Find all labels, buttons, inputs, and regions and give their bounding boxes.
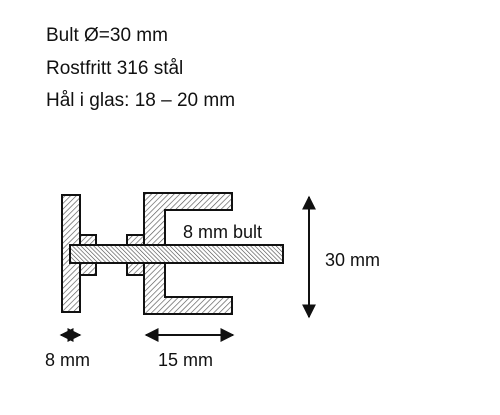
spec-glass-hole: Hål i glas: 18 – 20 mm (46, 90, 236, 111)
spec-material: Rostfritt 316 stål (46, 58, 184, 79)
height-label: 30 mm (325, 250, 380, 270)
plate-thickness-label: 8 mm (45, 350, 90, 370)
bolt-label: 8 mm bult (183, 222, 262, 242)
bolt-shaft (69, 244, 284, 264)
spec-bolt-diameter: Bult Ø=30 mm (46, 25, 168, 46)
bracket-depth-label: 15 mm (158, 350, 213, 370)
